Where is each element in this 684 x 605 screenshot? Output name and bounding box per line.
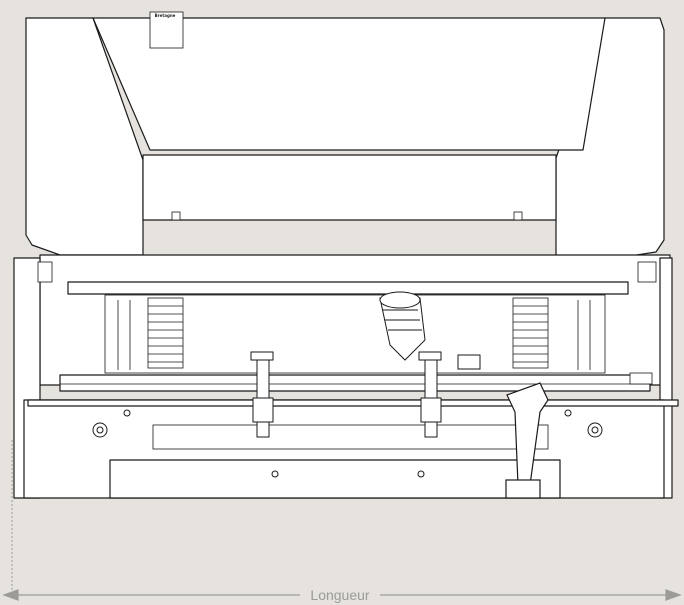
left-guide bbox=[256, 354, 270, 438]
main-frame bbox=[39, 254, 671, 386]
top-hood bbox=[92, 17, 606, 151]
dimension-label: Longueur bbox=[300, 586, 380, 604]
top-rail bbox=[67, 281, 629, 295]
motor bbox=[379, 291, 481, 370]
front-bar bbox=[59, 374, 651, 392]
base-panel bbox=[109, 459, 561, 499]
right-guide bbox=[424, 354, 438, 438]
brand-mark: Bretagne bbox=[154, 13, 176, 18]
foot-pedal bbox=[505, 382, 549, 499]
brand-plate bbox=[149, 11, 184, 49]
front-rail bbox=[27, 399, 679, 407]
hood-base bbox=[142, 154, 557, 221]
